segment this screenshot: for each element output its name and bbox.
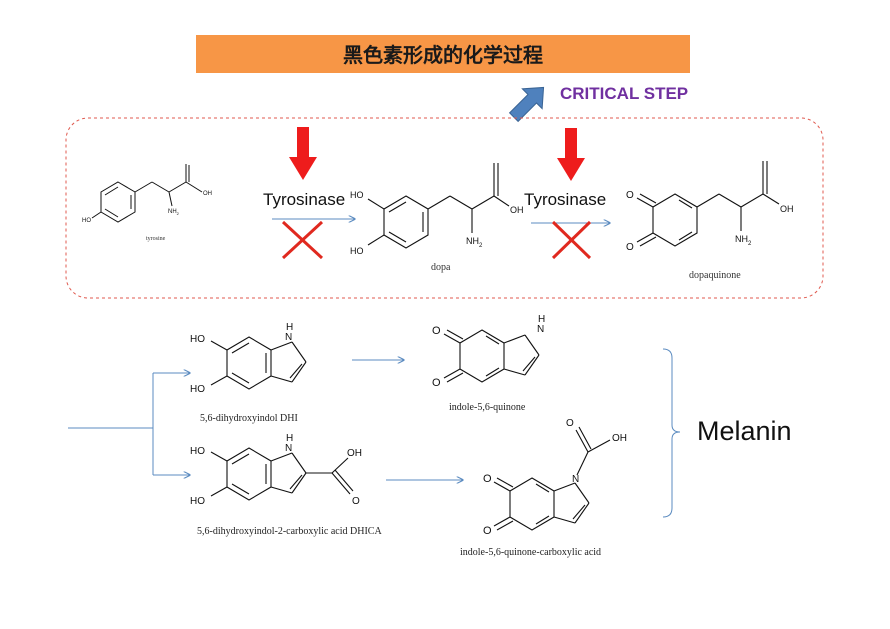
iqca-n: N: [572, 474, 579, 485]
blocked-x-icon: [281, 220, 324, 260]
dhi-nh: N: [285, 332, 292, 343]
dopa-ho-top: HO: [350, 190, 364, 200]
dopaquinone-oh: OH: [780, 204, 794, 214]
dopa-ho-bottom: HO: [350, 246, 364, 256]
dopa-nh2: NH2: [466, 236, 483, 249]
dhica-structure: [210, 447, 354, 501]
dopa-oh: OH: [510, 205, 524, 215]
dhica-name: 5,6-dihydroxyindol-2-carboxylic acid DHI…: [197, 526, 382, 537]
iqca-oh: OH: [612, 433, 627, 444]
up-right-arrow-icon: [508, 86, 545, 123]
dopaquinone-name: dopaquinone: [689, 270, 741, 281]
indole-quinone-name: indole-5,6-quinone: [449, 402, 526, 413]
indole-quinone-h: H: [538, 314, 545, 325]
tyrosine-ho-label: HO: [82, 218, 91, 224]
dhi-h: H: [286, 322, 293, 333]
indole-quinone-n: N: [537, 324, 544, 335]
dhica-ho-top: HO: [190, 446, 205, 457]
tyrosine-name: tyrosine: [146, 236, 166, 242]
indole-quinone-structure: [443, 329, 540, 383]
dhica-h: H: [286, 433, 293, 444]
tyrosine-structure: [91, 164, 203, 223]
critical-step-label: CRITICAL STEP: [560, 84, 688, 103]
dopaquinone-o-bottom: O: [626, 242, 634, 253]
tyrosinase-label-1: Tyrosinase: [263, 190, 345, 209]
indole-quinone-o-top: O: [432, 325, 441, 337]
melanin-bracket: [662, 348, 681, 518]
page-title: 黑色素形成的化学过程: [343, 43, 543, 67]
dopa-structure: [367, 163, 510, 249]
dhi-name: 5,6-dihydroxyindol DHI: [200, 413, 298, 424]
critical-step-box: [65, 117, 824, 299]
down-arrow-icon: [289, 127, 317, 180]
dhica-o: O: [352, 496, 360, 507]
indole-quinone-carboxylic-name: indole-5,6-quinone-carboxylic acid: [460, 547, 601, 558]
dhi-structure: [210, 336, 307, 390]
down-arrow-icon: [557, 128, 585, 181]
dopaquinone-structure: [636, 161, 780, 247]
dhica-ho-bottom: HO: [190, 496, 205, 507]
indole-quinone-o-bottom: O: [432, 377, 441, 389]
iqca-o-bottom: O: [483, 525, 492, 537]
title-banner: [196, 35, 690, 73]
dopa-name: dopa: [431, 262, 451, 273]
iqca-o-top: O: [483, 473, 492, 485]
tyrosine-oh-label: OH: [203, 191, 212, 197]
dopaquinone-nh2: NH2: [735, 234, 752, 247]
tyrosinase-label-2: Tyrosinase: [524, 190, 606, 209]
melanin-label: Melanin: [697, 416, 792, 446]
dhi-ho-top: HO: [190, 334, 205, 345]
iqca-o-carbonyl: O: [566, 418, 574, 429]
dhica-oh: OH: [347, 448, 362, 459]
dhi-ho-bottom: HO: [190, 384, 205, 395]
dhica-n: N: [285, 443, 292, 454]
tyrosine-nh2-label: NH2: [168, 209, 180, 216]
dopaquinone-o-top: O: [626, 190, 634, 201]
blocked-x-icon: [551, 220, 592, 260]
branch-lines: [68, 360, 463, 480]
indole-quinone-carboxylic-structure: [493, 426, 611, 531]
